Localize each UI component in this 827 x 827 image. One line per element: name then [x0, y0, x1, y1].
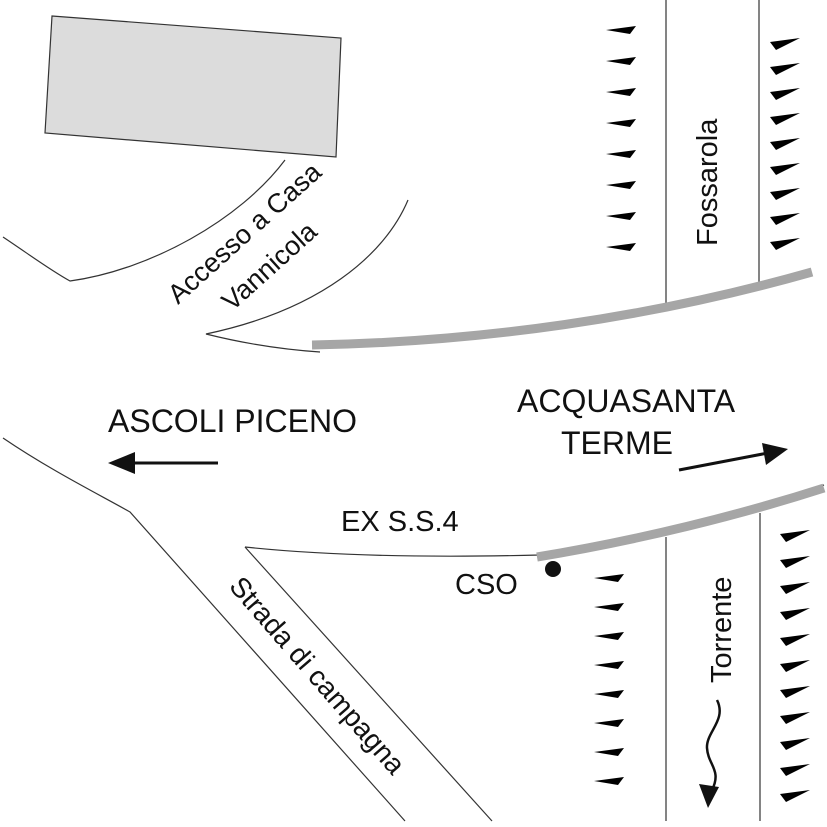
flow-arrow-icon — [699, 699, 721, 808]
vegetation-tick-icon — [770, 238, 800, 250]
vegetation-tick-icon — [594, 603, 624, 611]
guardrail-south — [536, 483, 826, 562]
vegetation-tick-icon — [780, 712, 810, 724]
direction-arrow-icon-west — [108, 452, 218, 474]
ascoli-label: ASCOLI PICENO — [108, 403, 357, 439]
vegetation-tick-icon — [770, 113, 800, 125]
vegetation-tick-icon — [780, 660, 810, 672]
vegetation-tick-icon — [594, 661, 624, 669]
vegetation-tick-icon — [606, 119, 636, 127]
guardrail-north — [311, 267, 814, 350]
vegetation-tick-icon — [606, 26, 636, 34]
vegetation-tick-icon — [594, 632, 624, 640]
vegetation-tick-icon — [780, 764, 810, 776]
vegetation-tick-icon — [780, 582, 810, 594]
vegetation-tick-icon — [770, 188, 800, 200]
acquasanta-label-line1: ACQUASANTA — [517, 383, 736, 419]
vegetation-tick-icon — [770, 63, 800, 75]
vegetation-tick-icon — [606, 212, 636, 220]
vegetation-tick-icon — [780, 634, 810, 646]
access-road-left-edge — [2, 159, 286, 282]
vegetation-tick-icon — [780, 790, 810, 802]
vegetation-tick-icon — [770, 213, 800, 225]
vegetation-tick-icon — [594, 777, 624, 785]
road-label: EX S.S.4 — [341, 506, 459, 538]
road-west-edge — [2, 437, 406, 822]
vegetation-tick-icon — [770, 163, 800, 175]
vegetation-tick-icon — [606, 243, 636, 251]
acquasanta-label-line2: TERME — [561, 425, 673, 461]
vegetation-tick-icon — [594, 719, 624, 727]
vegetation-tick-icon — [594, 574, 624, 582]
vegetation-tick-icon — [780, 686, 810, 698]
country-road-edge — [244, 546, 493, 822]
vegetation-tick-icon — [594, 690, 624, 698]
access-road-right-edge — [205, 199, 409, 353]
main-road-south-edge — [244, 484, 825, 557]
vegetation-tick-icon — [606, 88, 636, 96]
vegetation-tick-icon — [606, 57, 636, 65]
strada-label: Strada di campagna — [223, 571, 411, 781]
vegetation-tick-icon — [606, 150, 636, 158]
vegetation-tick-icon — [780, 556, 810, 568]
vegetation-tick-icon — [780, 530, 810, 542]
direction-arrow-icon-east — [678, 443, 788, 472]
vegetation-tick-icon — [594, 748, 624, 756]
cso-label: CSO — [455, 569, 518, 601]
vegetation-tick-icon — [780, 738, 810, 750]
vegetation-tick-icon — [606, 181, 636, 189]
vegetation-tick-icon — [780, 608, 810, 620]
vegetation-tick-icon — [770, 88, 800, 100]
vegetation-tick-icon — [770, 138, 800, 150]
fossarola-label: Fossarola — [692, 118, 724, 246]
cso-point-icon — [545, 561, 561, 577]
vegetation-group — [594, 26, 810, 802]
vegetation-tick-icon — [770, 38, 800, 50]
torrente-label: Torrente — [706, 577, 738, 683]
building — [44, 15, 342, 158]
